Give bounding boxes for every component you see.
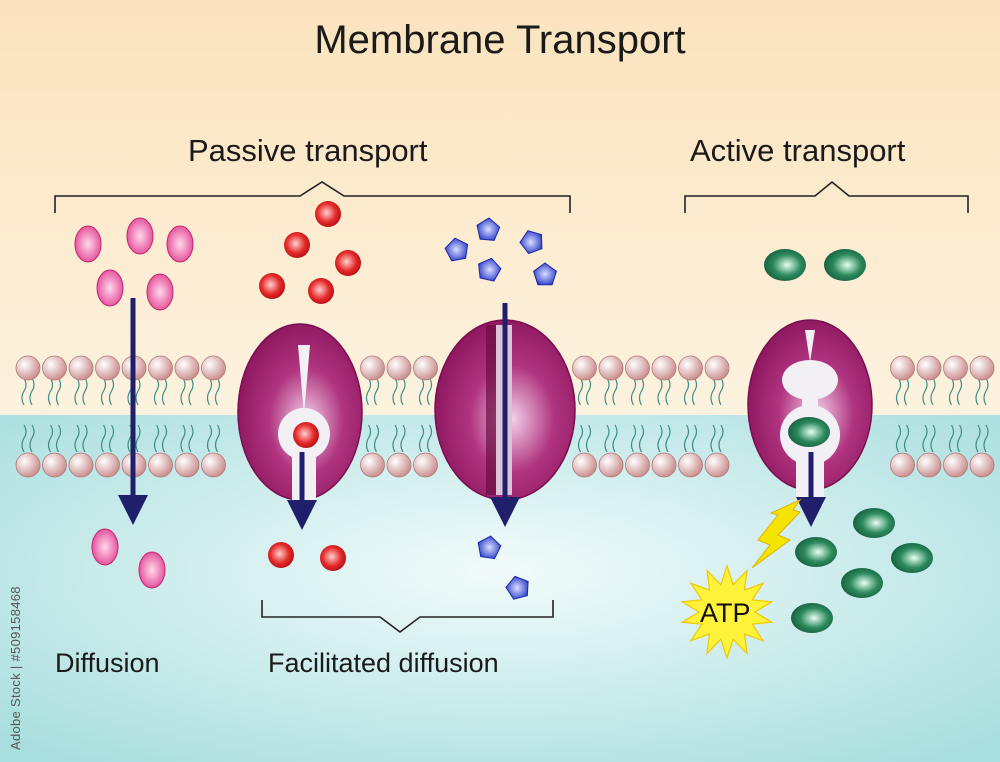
facilitated-bracket bbox=[261, 600, 554, 633]
watermark: Adobe Stock | #509158468 bbox=[8, 586, 23, 750]
facilitated-diffusion-label: Facilitated diffusion bbox=[268, 648, 499, 678]
blue-molecules bbox=[444, 217, 557, 600]
passive-transport-label: Passive transport bbox=[188, 133, 428, 168]
pump-protein bbox=[747, 319, 873, 505]
green-molecules bbox=[764, 249, 933, 633]
lipid-bilayer bbox=[15, 355, 995, 478]
diagram-title: Membrane Transport bbox=[314, 18, 686, 62]
passive-bracket bbox=[54, 181, 571, 213]
red-molecules bbox=[259, 201, 361, 571]
energy-bolt bbox=[751, 498, 802, 569]
atp-burst bbox=[680, 564, 774, 660]
active-transport-label: Active transport bbox=[690, 133, 906, 168]
diffusion-label: Diffusion bbox=[55, 648, 160, 678]
diffusion-molecules bbox=[74, 217, 194, 589]
active-bracket bbox=[684, 180, 969, 213]
atp-label: ATP bbox=[700, 598, 751, 628]
